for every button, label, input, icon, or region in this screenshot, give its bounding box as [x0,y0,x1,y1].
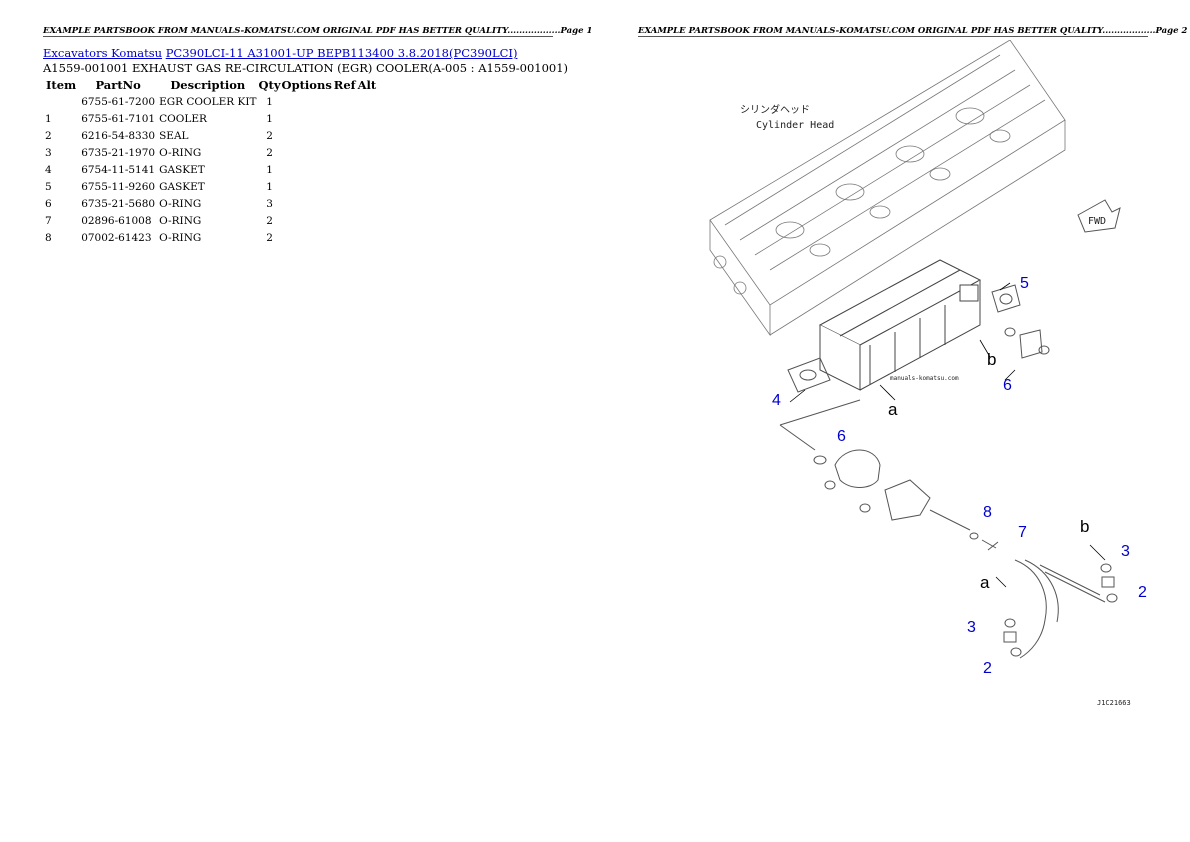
cell-description: GASKET [159,180,205,193]
cylinder-head-label-jp: シリンダヘッド [740,103,810,116]
connection-label-b: b [987,350,996,369]
table-row: 1 6755-61-7101 COOLER 1 [43,110,377,127]
cell-qty: 1 [266,95,273,108]
page-header-right: EXAMPLE PARTSBOOK FROM MANUALS-KOMATSU.C… [638,26,1188,37]
table-row: 3 6735-21-1970 O-RING 2 [43,144,377,161]
connection-label-b: b [1080,517,1089,536]
cell-item: 8 [45,231,52,244]
cell-partno: 07002-61423 [81,231,152,244]
cell-qty: 2 [266,231,273,244]
table-row: 4 6754-11-5141 GASKET 1 [43,161,377,178]
cylinder-head-drawing [709,40,1066,337]
breadcrumb-link-excavators[interactable]: Excavators Komatsu [43,46,163,60]
column-header-ref: Ref [333,78,356,92]
breadcrumb: Excavators Komatsu PC390LCI-11 A31001-UP… [43,46,517,60]
cell-qty: 1 [266,180,273,193]
table-row: 2 6216-54-8330 SEAL 2 [43,127,377,144]
callout-8: 8 [983,504,992,521]
page-title: A1559-001001 EXHAUST GAS RE-CIRCULATION … [43,61,569,75]
callout-4: 4 [772,392,781,409]
table-row: 6755-61-7200 EGR COOLER KIT 1 [43,93,377,110]
column-header-alt: Alt [357,78,377,92]
table-row: 7 02896-61008 O-RING 2 [43,212,377,229]
fwd-arrow-icon: FWD [1077,199,1121,233]
leader-lines [789,282,1106,588]
connection-label-a: a [888,400,898,419]
column-header-qty: Qty [258,78,281,92]
exploded-parts-diagram: シリンダヘッド Cylinder Head FWD manuals-komats… [709,40,1147,707]
parts-table: Item PartNo Description Qty Options Ref … [43,77,377,246]
egr-cooler-drawing [818,259,982,391]
cell-qty: 1 [266,112,273,125]
cell-partno: 6754-11-5141 [81,163,156,176]
cell-item [43,93,79,110]
callout-3: 3 [1121,543,1130,560]
callout-7: 7 [1018,524,1027,541]
cell-item: 5 [45,180,52,193]
cell-description: GASKET [159,163,205,176]
cell-partno: 6735-21-1970 [81,146,156,159]
cell-description: COOLER [159,112,207,125]
cell-qty: 2 [266,129,273,142]
figure-code: J1C21663 [1097,699,1131,707]
cell-partno: 6755-61-7200 [81,95,156,108]
cell-partno: 6755-61-7101 [81,112,156,125]
table-header-row: Item PartNo Description Qty Options Ref … [43,77,377,93]
egr-pipe-drawing [779,399,1118,659]
cell-description: SEAL [159,129,189,142]
breadcrumb-link-model[interactable]: PC390LCI-11 A31001-UP BEPB113400 3.8.201… [165,46,518,60]
callout-6: 6 [1003,377,1012,394]
cell-description: O-RING [159,197,202,210]
page-header-left: EXAMPLE PARTSBOOK FROM MANUALS-KOMATSU.C… [43,26,593,37]
cell-partno: 6216-54-8330 [81,129,156,142]
column-header-partno: PartNo [95,78,141,92]
table-row: 6 6735-21-5680 O-RING 3 [43,195,377,212]
watermark: manuals-komatsu.com [890,375,959,382]
cell-qty: 2 [266,214,273,227]
column-header-options: Options [281,78,332,92]
cell-description: O-RING [159,146,202,159]
callout-5: 5 [1020,275,1029,292]
callout-3: 3 [967,619,976,636]
table-row: 5 6755-11-9260 GASKET 1 [43,178,377,195]
cell-item: 2 [45,129,52,142]
cell-item: 3 [45,146,52,159]
cell-item: 7 [45,214,52,227]
callout-6: 6 [837,428,846,445]
cell-item: 6 [45,197,52,210]
cell-partno: 6755-11-9260 [81,180,156,193]
callout-2: 2 [983,660,992,677]
cell-description: O-RING [159,214,202,227]
column-header-description: Description [170,78,246,92]
cell-partno: 6735-21-5680 [81,197,156,210]
callout-2: 2 [1138,584,1147,601]
cylinder-head-label-en: Cylinder Head [756,120,834,131]
cell-item: 1 [45,112,52,125]
connection-label-a: a [980,573,990,592]
cell-qty: 3 [266,197,273,210]
fwd-label: FWD [1088,216,1106,227]
cell-description: O-RING [159,231,202,244]
column-header-item: Item [46,78,77,92]
table-row: 8 07002-61423 O-RING 2 [43,229,377,246]
gaskets-drawing [787,284,1050,393]
cell-qty: 2 [266,146,273,159]
cell-description: EGR COOLER KIT [159,95,257,108]
cell-item: 4 [45,163,52,176]
cell-qty: 1 [266,163,273,176]
cell-partno: 02896-61008 [81,214,152,227]
